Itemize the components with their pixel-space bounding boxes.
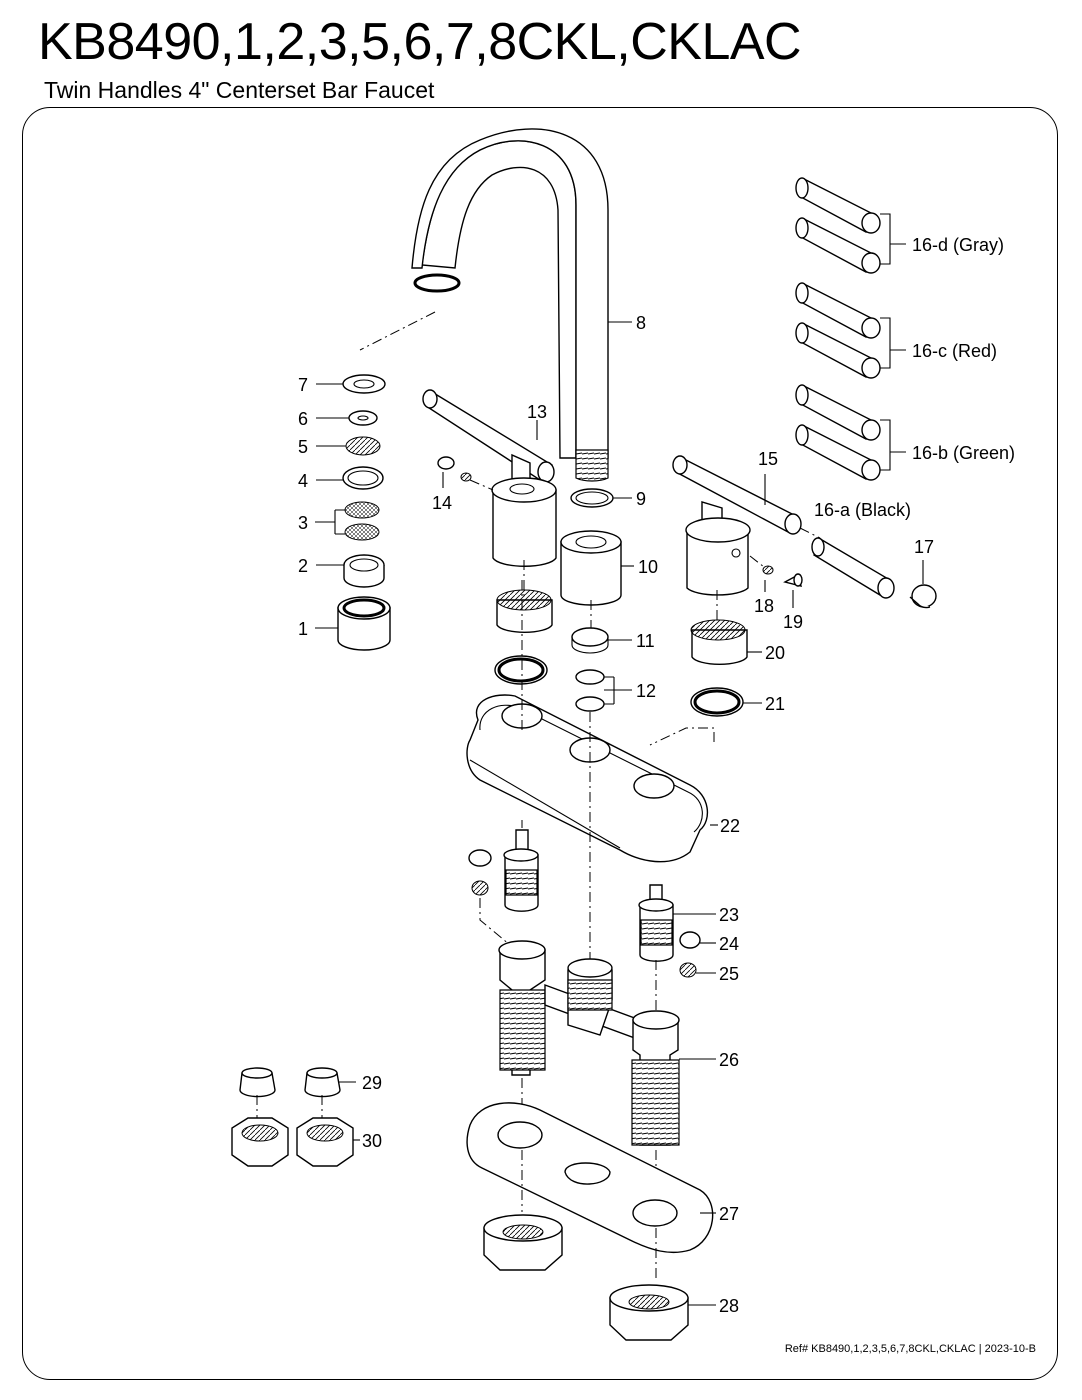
callout-22: 22 [720, 816, 740, 836]
part-20-21-right-bonnet [649, 590, 748, 746]
leader-lines [315, 213, 924, 1306]
aerator-stack [337, 374, 391, 651]
callout-26: 26 [719, 1050, 739, 1070]
diagram-frame [22, 107, 1058, 1380]
callout-10: 10 [638, 557, 658, 577]
part-12-oring-top [575, 669, 605, 685]
part-16a-17 [811, 537, 937, 609]
callout-9: 9 [636, 489, 646, 509]
callout-28: 28 [719, 1296, 739, 1316]
callout-16a: 16-a (Black) [814, 500, 911, 520]
diagram-subtitle: Twin Handles 4" Centerset Bar Faucet [44, 77, 435, 103]
callout-1: 1 [298, 619, 308, 639]
part-12-oring-bottom [575, 696, 605, 712]
callout-19: 19 [783, 612, 803, 632]
callout-24: 24 [719, 934, 739, 954]
callout-3: 3 [298, 513, 308, 533]
callout-16d: 16-d (Gray) [912, 235, 1004, 255]
callout-7: 7 [298, 375, 308, 395]
part-16b-green-sleeves [795, 384, 881, 481]
left-cartridge [468, 829, 539, 946]
callout-2: 2 [298, 556, 308, 576]
part-16d-gray-sleeves [795, 177, 881, 274]
callout-16c: 16-c (Red) [912, 341, 997, 361]
part-22-deck-plate [466, 694, 709, 863]
part-7-washer [342, 374, 386, 394]
part-28-mounting-nuts [483, 1214, 689, 1341]
part-5-screen [345, 436, 381, 456]
part-3-mesh-top [344, 501, 380, 519]
callout-27: 27 [719, 1204, 739, 1224]
callout-labels: 7 6 5 4 3 2 1 8 9 10 11 12 13 14 15 16-a… [298, 235, 1036, 1355]
part-13-left-handle [422, 389, 557, 567]
part-26-valve-body [498, 940, 680, 1200]
part-14-set-screw [437, 456, 494, 491]
callout-12: 12 [636, 681, 656, 701]
part-16c-red-sleeves [795, 282, 881, 379]
reference-note: Ref# KB8490,1,2,3,5,6,7,8CKL,CKLAC | 202… [785, 1343, 1036, 1355]
callout-17: 17 [914, 537, 934, 557]
center-parts [560, 488, 622, 712]
callout-21: 21 [765, 694, 785, 714]
callout-15: 15 [758, 449, 778, 469]
callout-6: 6 [298, 409, 308, 429]
part-27-gasket-plate [466, 1102, 714, 1278]
part-1-housing [337, 607, 391, 651]
callout-25: 25 [719, 964, 739, 984]
callout-13: 13 [527, 402, 547, 422]
callout-23: 23 [719, 905, 739, 925]
part-23-right-cartridge [638, 884, 674, 1015]
callout-16b: 16-b (Green) [912, 443, 1015, 463]
part-15-right-handle [672, 455, 821, 596]
diagram-title: KB8490,1,2,3,5,6,7,8CKL,CKLAC [38, 13, 802, 71]
part-6-gasket [348, 410, 378, 426]
part-29-30-compression [231, 1067, 354, 1167]
part-10-sleeve [560, 541, 622, 606]
callout-18: 18 [754, 596, 774, 616]
part-3-mesh-bottom [344, 523, 380, 541]
callout-30: 30 [362, 1131, 382, 1151]
part-11-nut [571, 627, 609, 647]
callout-5: 5 [298, 437, 308, 457]
part-4-ring [342, 466, 384, 490]
callout-4: 4 [298, 471, 308, 491]
left-bonnet [494, 560, 553, 685]
callout-14: 14 [432, 493, 452, 513]
callout-8: 8 [636, 313, 646, 333]
part-24-25-seats [679, 931, 701, 978]
part-18-19-screws [749, 555, 803, 587]
callout-29: 29 [362, 1073, 382, 1093]
callout-20: 20 [765, 643, 785, 663]
callout-11: 11 [636, 631, 655, 651]
part-8-spout [359, 128, 609, 482]
